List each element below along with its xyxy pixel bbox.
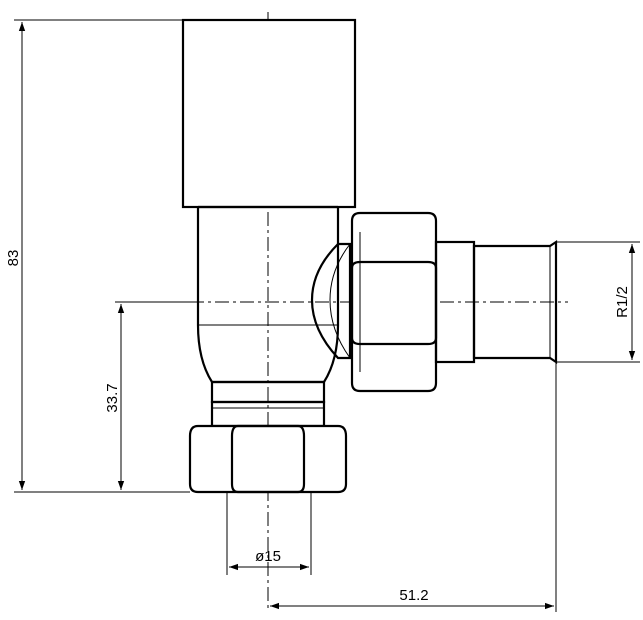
bottom-nut-center-flat xyxy=(230,424,306,494)
outlet-nut-outline xyxy=(350,211,438,393)
bottom-nut xyxy=(188,424,348,494)
pipe-diameter-label: ø15 xyxy=(255,548,281,565)
outlet-nut xyxy=(350,211,438,393)
dim-overall-height: 83 xyxy=(5,19,190,493)
dim-thread: R1/2 xyxy=(556,241,640,363)
dim-outlet-length: 51.2 xyxy=(270,362,557,612)
valve-body xyxy=(181,18,357,428)
bottom-nut-outline xyxy=(188,424,348,494)
inlet-height-label: 33.7 xyxy=(104,383,121,412)
shoulder-curve xyxy=(329,243,351,359)
dim-inlet-height: 33.7 xyxy=(104,301,198,490)
outlet-length-label: 51.2 xyxy=(399,587,428,604)
outlet-shoulder xyxy=(310,242,352,360)
dim-pipe-diameter: ø15 xyxy=(226,492,312,575)
thread-label: R1/2 xyxy=(614,286,631,318)
overall-height-label: 83 xyxy=(5,250,22,267)
top-cap xyxy=(181,18,357,209)
